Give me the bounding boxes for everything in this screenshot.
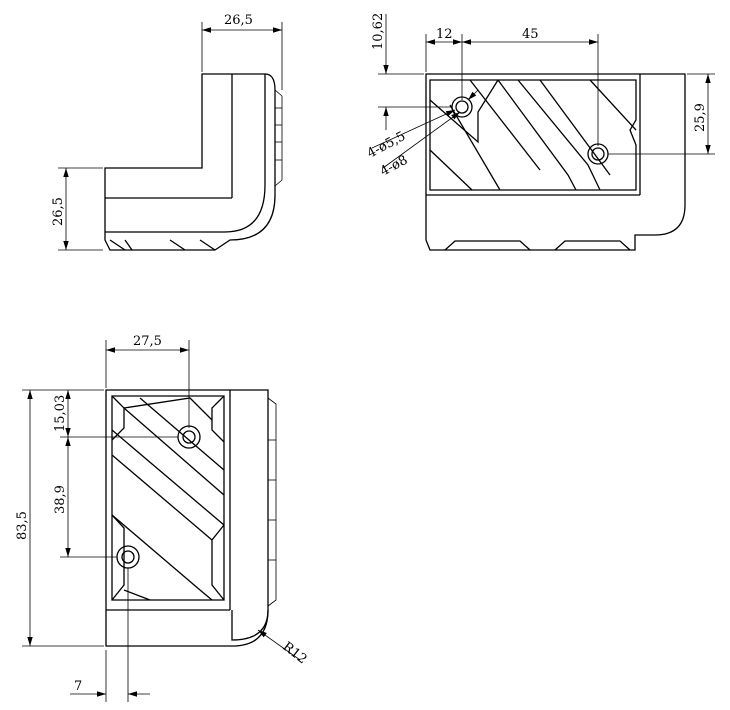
front-dim-15-03: 15,03 xyxy=(53,395,68,432)
top-dim-10-62: 10,62 xyxy=(371,13,386,50)
front-dim-83-5: 83,5 xyxy=(15,511,30,540)
front-radius: R12 xyxy=(280,639,310,667)
side-view: 26,5 26,5 xyxy=(51,13,283,251)
top-dim-45: 45 xyxy=(522,27,539,42)
top-view: 12 45 10,62 25,9 4-ø5,5 4-ø8 xyxy=(365,13,715,251)
top-dim-25-9: 25,9 xyxy=(693,103,708,132)
front-view: 27,5 83,5 15,03 38,9 7 R12 xyxy=(15,334,310,702)
front-dim-27-5: 27,5 xyxy=(133,334,162,349)
side-dim-left: 26,5 xyxy=(51,197,66,226)
front-dim-7: 7 xyxy=(74,679,82,694)
top-dim-12: 12 xyxy=(436,27,453,42)
front-dim-38-9: 38,9 xyxy=(53,485,68,514)
side-dim-top: 26,5 xyxy=(224,13,253,28)
top-hole-large: 4-ø8 xyxy=(378,153,410,180)
